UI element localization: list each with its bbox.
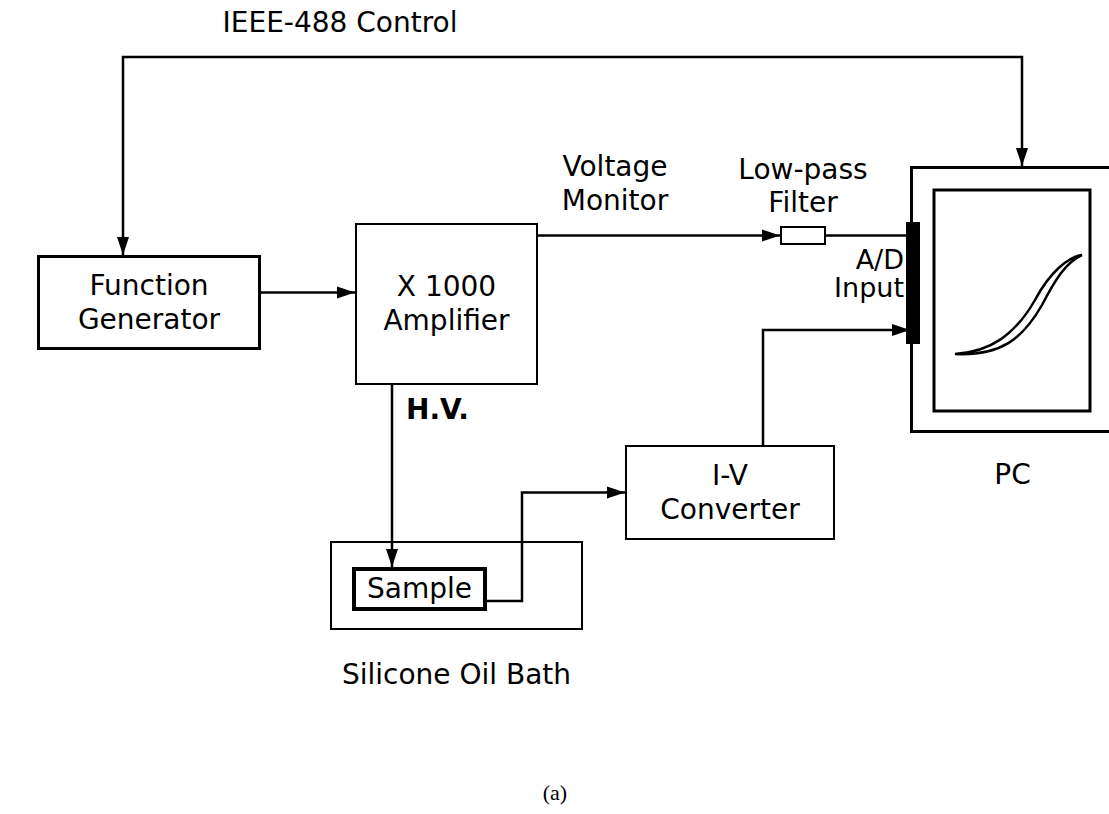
connector — [538, 230, 780, 242]
edge-label: IEEE-488 Control — [190, 6, 490, 40]
hysteresis-loop — [955, 255, 1082, 354]
connector-line — [487, 493, 625, 602]
connector — [763, 324, 910, 445]
connector-line — [391, 385, 394, 567]
arrow-head — [607, 487, 625, 499]
node-label: PC — [994, 458, 1030, 492]
node-label: Low-pass Filter — [713, 153, 893, 220]
sample-box: Sample — [352, 567, 487, 611]
arrow-head — [386, 549, 398, 567]
monitor-screen — [934, 190, 1090, 411]
connector — [487, 487, 625, 602]
process-box: Function Generator — [37, 255, 261, 350]
connector — [261, 287, 355, 299]
connector-line — [538, 234, 780, 237]
figure-caption: (a) — [455, 780, 655, 806]
signal-label: A/D Input — [818, 246, 904, 303]
node-label: Sample — [367, 572, 472, 606]
node-label: I-V Converter — [645, 459, 815, 526]
oil-bath-box: Silicone Oil BathSample — [330, 541, 583, 630]
arrow-head — [117, 237, 129, 255]
edge-label: H.V. — [406, 393, 496, 427]
node-label: X 1000 Amplifier — [357, 270, 536, 337]
arrow-head — [762, 230, 780, 242]
edge-label: Voltage Monitor — [525, 150, 705, 217]
connector — [826, 235, 910, 236]
filter-box: Low-pass Filter — [780, 226, 826, 245]
connector-line — [123, 57, 1022, 255]
node-label: Function Generator — [40, 269, 258, 336]
connector-line — [763, 330, 910, 445]
connector — [117, 57, 1028, 255]
ad-input-bar — [906, 222, 920, 344]
pc-box: PC — [910, 166, 1109, 433]
connector — [386, 385, 398, 567]
arrow-head — [337, 287, 355, 299]
converter-box: I-V Converter — [625, 445, 835, 540]
node-label: Silicone Oil Bath — [342, 658, 571, 692]
arrow-head — [1016, 148, 1028, 166]
amplifier-box: X 1000 Amplifier — [355, 223, 538, 385]
connector-line — [826, 234, 910, 237]
